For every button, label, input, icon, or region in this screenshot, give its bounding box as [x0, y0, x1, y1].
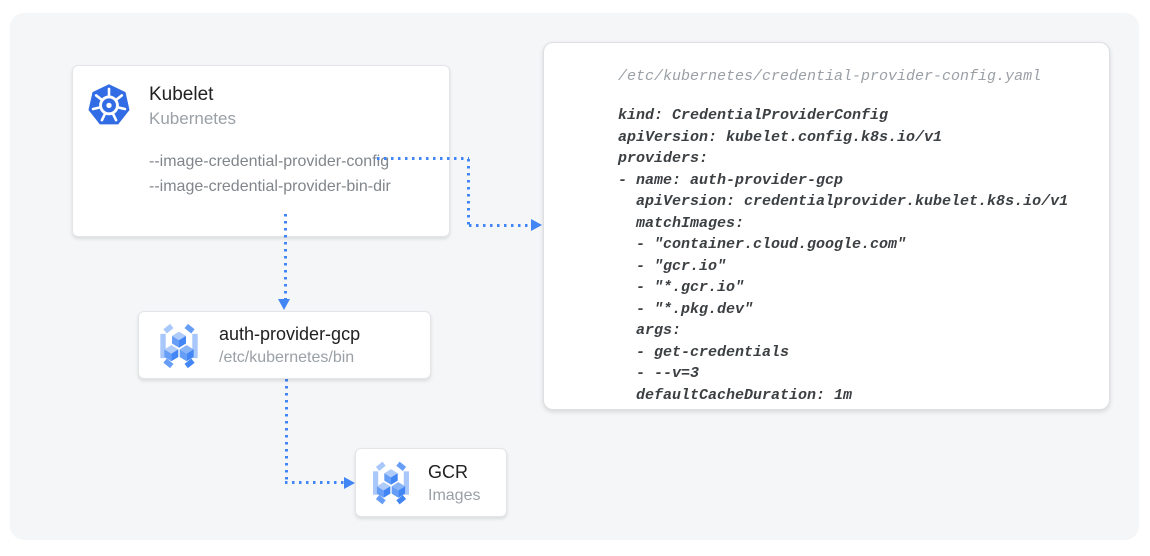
- gcr-cubes-icon: [152, 319, 206, 373]
- yaml-line: - "*.gcr.io": [618, 279, 745, 296]
- yaml-line: - "container.cloud.google.com": [618, 236, 907, 253]
- kubernetes-helm-icon: [86, 82, 132, 128]
- yaml-line: providers:: [618, 150, 709, 167]
- connector-config-to-yaml-segment-3: [469, 224, 531, 227]
- kubelet-title: Kubelet: [149, 84, 214, 105]
- yaml-line: defaultCacheDuration: 1m: [618, 386, 853, 404]
- kubelet-flags: --image-credential-provider-config --ima…: [149, 149, 391, 199]
- yaml-line: - name: auth-provider-gcp: [618, 171, 844, 189]
- gcr-title: GCR: [428, 462, 468, 482]
- arrowhead-into-gcr: [344, 477, 355, 489]
- yaml-line: - --v=3: [618, 365, 700, 382]
- arrowhead-into-auth-provider: [278, 299, 290, 310]
- config-yaml-code: kind: CredentialProviderConfig apiVersio…: [618, 105, 1089, 406]
- auth-provider-gcp-card: auth-provider-gcp /etc/kubernetes/bin: [138, 311, 431, 379]
- gcr-subtitle: Images: [428, 487, 481, 504]
- auth-provider-subtitle: /etc/kubernetes/bin: [219, 349, 355, 366]
- arrowhead-into-yaml-card: [531, 219, 542, 231]
- connector-config-to-yaml-segment-1: [377, 157, 469, 160]
- kubelet-card-header: Kubelet Kubernetes: [149, 83, 236, 130]
- yaml-line: args:: [618, 322, 682, 339]
- auth-provider-card-text: auth-provider-gcp /etc/kubernetes/bin: [219, 322, 360, 369]
- flag-image-credential-provider-bin-dir: --image-credential-provider-bin-dir: [149, 178, 391, 195]
- gcr-card-text: GCR Images: [428, 460, 480, 507]
- flag-image-credential-provider-config: --image-credential-provider-config: [149, 153, 390, 170]
- yaml-line: - "*.pkg.dev": [618, 300, 754, 318]
- connector-auth-provider-to-gcr-segment-1: [285, 379, 288, 481]
- credential-provider-config-card: /etc/kubernetes/credential-provider-conf…: [543, 42, 1110, 410]
- gcr-cubes-icon: [365, 457, 417, 509]
- yaml-line: apiVersion: credentialprovider.kubelet.k…: [618, 193, 1069, 210]
- connector-auth-provider-to-gcr-segment-2: [285, 481, 345, 484]
- connector-kubelet-to-auth-provider: [284, 214, 287, 300]
- yaml-line: - "gcr.io": [618, 257, 727, 275]
- config-file-path: /etc/kubernetes/credential-provider-conf…: [618, 68, 1042, 85]
- yaml-line: apiVersion: kubelet.config.k8s.io/v1: [618, 128, 943, 146]
- gcr-card: GCR Images: [355, 448, 507, 517]
- kubelet-subtitle: Kubernetes: [149, 109, 236, 128]
- diagram-canvas: Kubelet Kubernetes --image-credential-pr…: [10, 13, 1139, 540]
- connector-config-to-yaml-segment-2: [467, 159, 470, 225]
- yaml-line: matchImages:: [618, 214, 745, 232]
- yaml-line: kind: CredentialProviderConfig: [618, 107, 889, 124]
- kubelet-card: Kubelet Kubernetes --image-credential-pr…: [72, 65, 450, 237]
- auth-provider-title: auth-provider-gcp: [219, 324, 361, 344]
- yaml-line: - get-credentials: [618, 343, 790, 361]
